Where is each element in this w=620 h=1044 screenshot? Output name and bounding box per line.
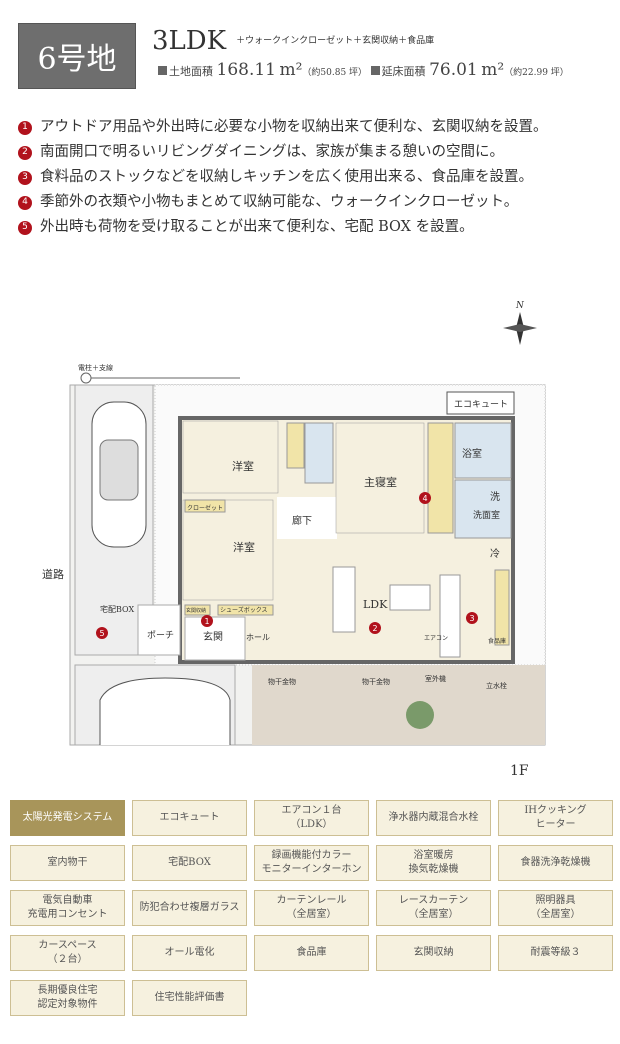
layout-extra: ＋ウォークインクローゼット＋玄関収納＋食品庫	[236, 36, 435, 46]
washroom-label: 洗面室	[473, 509, 500, 521]
equipment-tile: 防犯合わせ複層ガラス	[132, 890, 247, 926]
equipment-tile: 電気自動車 充電用コンセント	[10, 890, 125, 926]
equipment-tile: レースカーテン （全居室）	[376, 890, 491, 926]
shoebox-label: シューズボックス	[220, 606, 268, 614]
corridor-label: 廊下	[292, 514, 312, 527]
hanger-label: 物干金物	[268, 677, 296, 686]
layout-type: 3LDK＋ウォークインクローゼット＋玄関収納＋食品庫	[152, 26, 435, 56]
porch-label: ポーチ	[147, 630, 174, 641]
hanger-label: 物干金物	[362, 677, 390, 686]
floor-label: 1F	[510, 763, 529, 779]
svg-text:3: 3	[469, 614, 474, 623]
marker-4	[419, 492, 431, 504]
marker-1	[201, 615, 213, 627]
equipment-tile: 浄水器内蔵混合水栓	[376, 800, 491, 836]
car-icon	[99, 677, 231, 745]
marker-3	[466, 612, 478, 624]
master-bedroom-label: 主寝室	[364, 475, 397, 489]
equipment-tile: 長期優良住宅 認定対象物件	[10, 980, 125, 1016]
svg-text:4: 4	[422, 494, 427, 503]
land-area-label: 土地面積	[169, 65, 213, 78]
aircon-label: エアコン	[424, 635, 448, 642]
equipment-tile: 録画機能付カラー モニターインターホン	[254, 845, 369, 881]
pantry-label: 食品庫	[488, 637, 506, 645]
equipment-tile: エコキュート	[132, 800, 247, 836]
car-icon	[91, 401, 147, 548]
floor-plan: N 電柱＋支線 道路 エコキュート 洋室 洋室 クローゼット 主寝室 廊下 浴室…	[42, 301, 546, 779]
closet-label: クローゼット	[187, 504, 223, 512]
road-label: 道路	[42, 567, 64, 581]
land-area-value: 168.11	[216, 60, 276, 80]
fridge-label: 冷	[490, 547, 500, 560]
compass-icon: N	[503, 301, 537, 345]
markers	[96, 492, 478, 639]
entrance-label: 玄関	[203, 630, 223, 643]
floor-area-value: 76.01	[429, 60, 478, 80]
tree-icon	[406, 701, 434, 729]
room-label: 洋室	[233, 540, 255, 554]
outdoor-unit-label: 室外機	[425, 674, 446, 683]
delivery-box-label: 宅配BOX	[100, 604, 134, 614]
equipment-tile: 耐震等級３	[498, 935, 613, 971]
equipment-tile: カースペース （２台）	[10, 935, 125, 971]
svg-text:1: 1	[204, 617, 209, 626]
equipment-tile: カーテンレール （全居室）	[254, 890, 369, 926]
equipment-tile: 玄関収納	[376, 935, 491, 971]
entrance-storage-label: 玄関収納	[186, 607, 206, 614]
equipment-tile: 室内物干	[10, 845, 125, 881]
ecocute-label: エコキュート	[454, 400, 508, 410]
equipment-tile: 食品庫	[254, 935, 369, 971]
equipment-tile: 浴室暖房 換気乾燥機	[376, 845, 491, 881]
equipment-tile: 住宅性能評価書	[132, 980, 247, 1016]
equipment-tile: オール電化	[132, 935, 247, 971]
equipment-tile: 宅配BOX	[132, 845, 247, 881]
marker-2	[369, 622, 381, 634]
faucet-label: 立水栓	[486, 681, 507, 690]
hall-label: ホール	[246, 633, 270, 642]
marker-5	[96, 627, 108, 639]
equipment-tile: 食器洗浄乾燥機	[498, 845, 613, 881]
equipment-tile: 太陽光発電システム	[10, 800, 125, 836]
svg-text:5: 5	[99, 629, 104, 638]
washer-label: 洗	[490, 491, 500, 503]
area-info: 土地面積 168.11 m²（約50.85 坪） 延床面積 76.01 m²（約…	[158, 60, 569, 80]
svg-text:2: 2	[372, 624, 377, 633]
equipment-tile: エアコン１台 （LDK）	[254, 800, 369, 836]
equipment-tile: 照明器具 （全居室）	[498, 890, 613, 926]
floor-area-label: 延床面積	[381, 65, 426, 78]
svg-text:N: N	[515, 301, 525, 311]
room-label: 洋室	[232, 459, 254, 473]
lot-number-badge: 6号地	[18, 23, 136, 89]
equipment-tile: IHクッキング ヒーター	[498, 800, 613, 836]
ldk-label: LDK	[363, 598, 388, 611]
pole-label: 電柱＋支線	[78, 363, 113, 372]
bath-label: 浴室	[462, 447, 482, 460]
